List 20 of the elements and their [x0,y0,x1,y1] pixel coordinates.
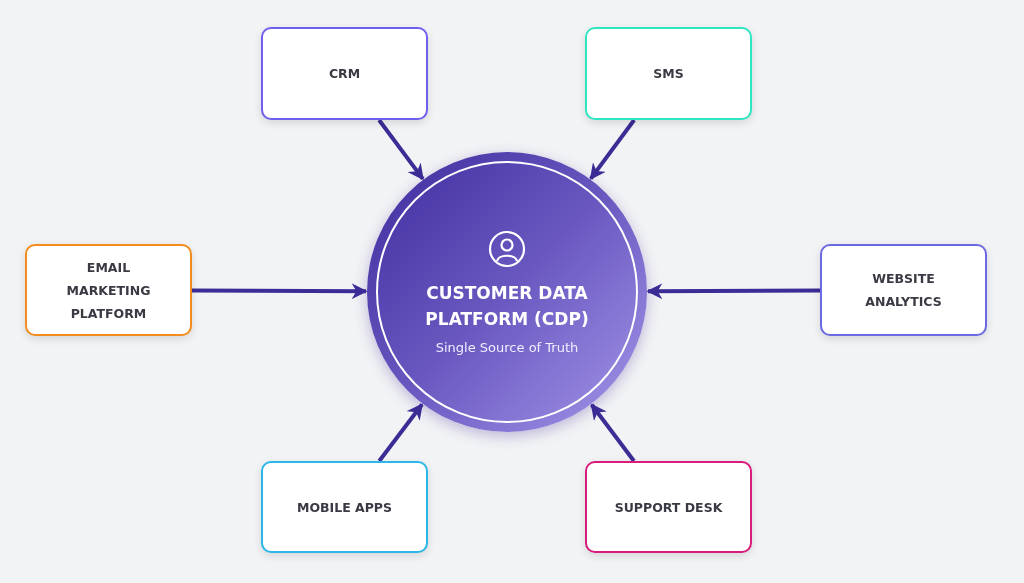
source-box [585,27,752,120]
source-box [585,461,752,553]
box-label: WEBSITE ANALYTICS [864,270,943,311]
source-box [25,244,192,336]
box-label: MOBILE APPS [296,498,393,517]
arrow [646,283,820,300]
arrow [377,403,424,463]
source-box [820,244,987,336]
box-label: EMAIL MARKETING PLATFORM [65,258,152,323]
box-label: CRM [328,65,361,83]
box-label: SUPPORT DESK [614,498,723,517]
arrow [377,118,425,181]
arrow [589,118,636,180]
source-box [261,27,428,120]
arrow [590,403,636,463]
arrow [192,283,368,300]
hub-title: CUSTOMER DATA PLATFORM (CDP) [424,281,590,331]
hub-subtitle: Single Source of Truth [435,339,579,355]
source-box [261,461,428,553]
box-label: SMS [653,65,684,83]
